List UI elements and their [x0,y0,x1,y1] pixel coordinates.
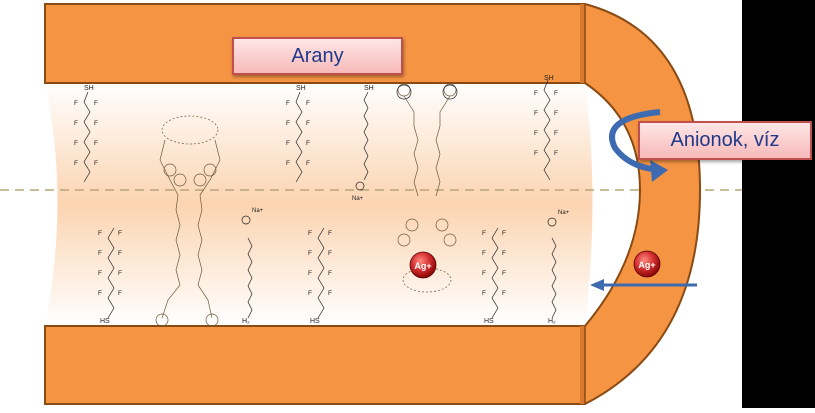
svg-text:F: F [502,270,506,277]
thiol-label-top-3: SH [364,85,374,92]
svg-text:F: F [308,230,312,237]
svg-text:F: F [98,290,102,297]
calixarene-center [397,83,457,293]
thiol-label-bottom-4: H₂ [242,318,250,325]
svg-text:F: F [308,270,312,277]
svg-text:Ag+: Ag+ [638,260,655,270]
calixarene-left [155,115,221,327]
sulfonate-chain-bottom-1 [241,215,253,319]
svg-text:F: F [328,230,332,237]
thiol-label-bottom-2: HS [310,318,320,325]
svg-text:F: F [286,140,290,147]
svg-text:F: F [554,130,558,137]
svg-text:F: F [98,250,102,257]
svg-text:F: F [306,100,310,107]
fluorothiol-chain-bottom-2 [317,227,325,319]
sulfonate-chain-top [355,91,369,191]
sodium-label-3: Na+ [558,210,570,216]
fluorothiol-chain-bottom-3 [491,227,499,319]
svg-text:F: F [74,160,78,167]
svg-text:F: F [74,100,78,107]
anion-rejection-arrow [609,109,661,173]
svg-text:Ag+: Ag+ [414,261,431,271]
svg-text:F: F [308,250,312,257]
svg-text:F: F [98,270,102,277]
sulfonate-chain-bottom-2 [547,217,557,319]
svg-text:F: F [502,230,506,237]
svg-text:F: F [328,290,332,297]
svg-text:F: F [306,160,310,167]
wall-edge-bottom [580,326,585,404]
svg-text:F: F [534,110,538,117]
svg-text:F: F [306,120,310,127]
svg-text:F: F [534,130,538,137]
sodium-label-2: Na+ [252,208,264,214]
svg-text:F: F [118,230,122,237]
svg-text:F: F [482,250,486,257]
svg-text:F: F [328,270,332,277]
gold-label: Arany [232,37,403,75]
anions-water-label-text: Anionok, víz [670,129,780,151]
svg-text:F: F [118,250,122,257]
wall-edge-top [580,4,585,83]
gold-channel-wall [44,3,702,405]
svg-text:F: F [554,90,558,97]
svg-text:F: F [118,290,122,297]
black-panel [742,0,815,408]
anion-rejection-arrowhead [650,160,668,182]
gold-label-text: Arany [291,44,344,67]
svg-text:F: F [306,140,310,147]
svg-text:F: F [502,250,506,257]
svg-text:F: F [502,290,506,297]
svg-text:F: F [74,140,78,147]
thiol-label-bottom-3: HS [484,318,494,325]
silver-ion-bound: Ag+ [409,251,437,279]
svg-text:F: F [286,100,290,107]
svg-text:F: F [94,160,98,167]
svg-text:F: F [554,150,558,157]
channel-interior [45,83,593,325]
thiol-label-top-4: SH [544,75,554,82]
sodium-label-1: Na+ [352,196,364,202]
svg-text:F: F [482,290,486,297]
svg-text:F: F [328,250,332,257]
thiol-label-top-2: SH [296,85,306,92]
fluorothiol-chain-top-2 [295,91,303,183]
thiol-label-bottom-5: H₂ [548,318,556,325]
fluorine-labels: F F F F F F F F F F F F F F F F F F F F F F F F F F F… [74,90,558,297]
svg-text:F: F [74,120,78,127]
anions-water-label: Anionok, víz [638,121,812,160]
thiol-label-bottom-1: HS [100,318,110,325]
fluorothiol-chain-bottom-1 [107,227,115,319]
silver-ion-free: Ag+ [633,250,661,278]
thiophene-top [396,84,458,100]
svg-text:F: F [534,150,538,157]
svg-text:F: F [118,270,122,277]
svg-text:F: F [98,230,102,237]
fluorothiol-chain-top-1 [83,91,91,183]
svg-text:F: F [286,120,290,127]
svg-text:F: F [94,140,98,147]
svg-text:F: F [94,100,98,107]
svg-text:F: F [308,290,312,297]
svg-text:F: F [482,230,486,237]
svg-text:F: F [534,90,538,97]
svg-text:F: F [482,270,486,277]
svg-text:F: F [94,120,98,127]
thiol-label-top-1: SH [84,85,94,92]
fluorothiol-chain-top-3 [543,79,551,181]
ion-entry-arrow-head [590,279,604,291]
svg-text:F: F [554,110,558,117]
svg-text:F: F [286,160,290,167]
